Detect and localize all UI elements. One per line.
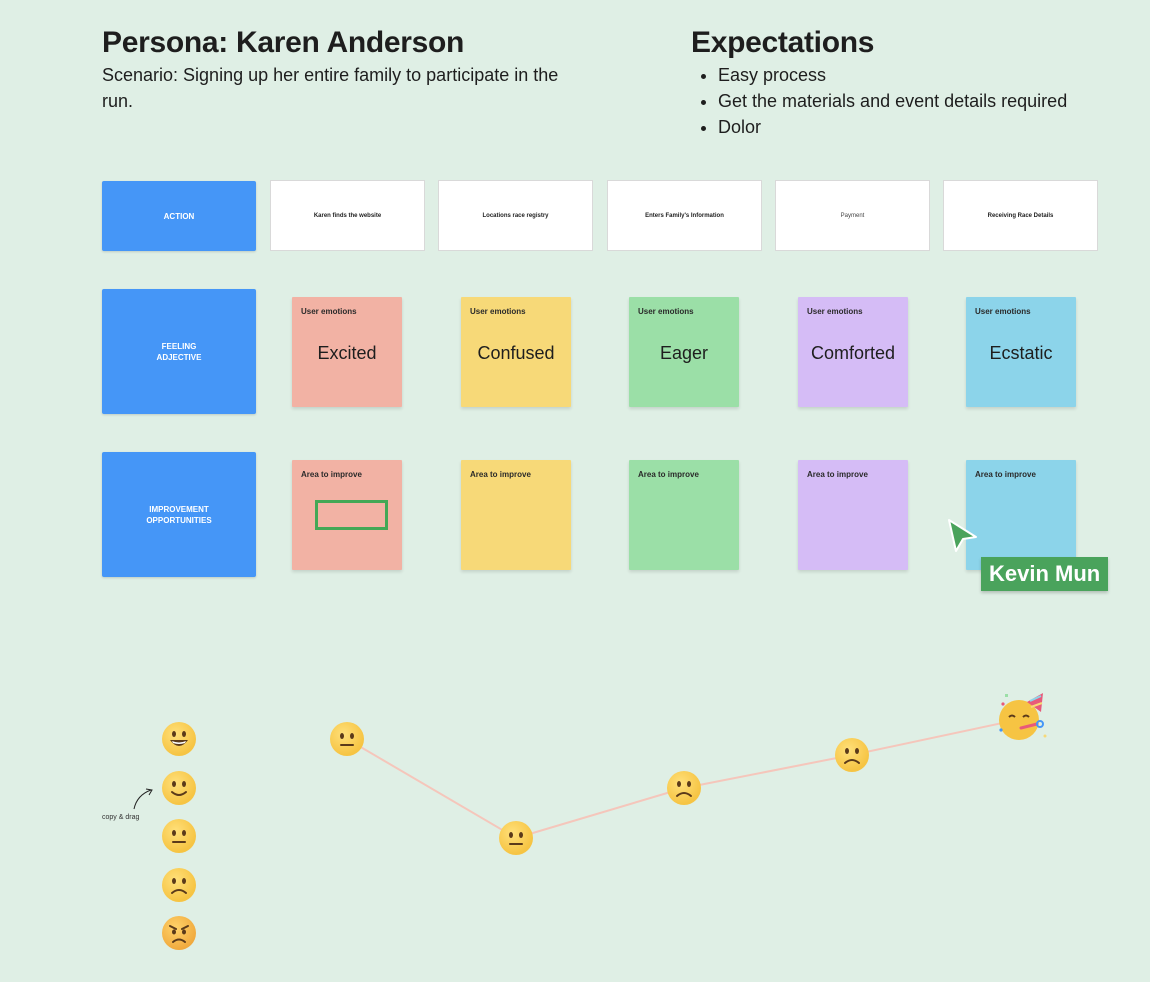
improvement-sticky-note[interactable]: Area to improve (966, 460, 1076, 570)
collaborator-name-tag: Kevin Mun (981, 557, 1109, 591)
scenario-text: Scenario: Signing up her entire family t… (102, 65, 559, 111)
emotion-sticky-note[interactable]: User emotions Eager (629, 297, 739, 407)
curved-arrow-icon (133, 788, 153, 810)
sticky-label: User emotions (470, 307, 526, 316)
step-card[interactable]: Enters Family's Information (607, 180, 762, 251)
sticky-label: User emotions (975, 307, 1031, 316)
expectation-item: Dolor (718, 114, 1067, 140)
copy-drag-note: copy & drag (102, 814, 140, 821)
emotion-value: Excited (317, 343, 377, 363)
sticky-label: User emotions (638, 307, 694, 316)
selection-rectangle[interactable] (315, 500, 388, 530)
sticky-label: Area to improve (470, 470, 531, 479)
collaborator-cursor-icon (948, 519, 977, 552)
expectation-item: Easy process (718, 62, 1067, 88)
expectation-item: Get the materials and event details requ… (718, 88, 1067, 114)
emotion-sticky-note[interactable]: User emotions Excited (292, 297, 402, 407)
emotion-sticky-note[interactable]: User emotions Ecstatic (966, 297, 1076, 407)
step-card[interactable]: Locations race registry (438, 180, 593, 251)
emotion-value: Comforted (810, 343, 896, 363)
partying-face-icon[interactable] (997, 690, 1049, 744)
sticky-label: Area to improve (301, 470, 362, 479)
improvement-row-label[interactable]: IMPROVEMENT OPPORTUNITIES (102, 452, 256, 577)
expectations-title: Expectations (691, 26, 875, 59)
improvement-sticky-note[interactable]: Area to improve (798, 460, 908, 570)
emotion-value: Confused (477, 343, 555, 363)
action-row-label[interactable]: ACTION (102, 181, 256, 251)
slightly-frowning-face-icon[interactable] (162, 868, 196, 902)
sticky-label: User emotions (807, 307, 863, 316)
neutral-face-icon[interactable] (330, 722, 364, 756)
neutral-face-icon[interactable] (499, 821, 533, 855)
slightly-frowning-face-icon[interactable] (835, 738, 869, 772)
sticky-label: User emotions (301, 307, 357, 316)
emotion-value: Eager (659, 343, 709, 363)
emotion-sticky-note[interactable]: User emotions Confused (461, 297, 571, 407)
improvement-sticky-note[interactable]: Area to improve (629, 460, 739, 570)
grinning-face-icon[interactable] (162, 722, 196, 756)
step-card[interactable]: Receiving Race Details (943, 180, 1098, 251)
step-card[interactable]: Karen finds the website (270, 180, 425, 251)
sticky-label: Area to improve (807, 470, 868, 479)
slightly-smiling-face-icon[interactable] (162, 771, 196, 805)
expectations-list: Easy process Get the materials and event… (692, 62, 1067, 140)
sticky-label: Area to improve (638, 470, 699, 479)
emotion-value: Ecstatic (989, 343, 1053, 363)
slightly-frowning-face-icon[interactable] (667, 771, 701, 805)
improvement-sticky-note[interactable]: Area to improve (292, 460, 402, 570)
angry-face-icon[interactable] (162, 916, 196, 950)
emotion-sticky-note[interactable]: User emotions Comforted (798, 297, 908, 407)
improvement-sticky-note[interactable]: Area to improve (461, 460, 571, 570)
sticky-label: Area to improve (975, 470, 1036, 479)
persona-title: Persona: Karen Anderson (102, 26, 465, 59)
step-card[interactable]: Payment (775, 180, 930, 251)
feeling-row-label[interactable]: FEELING ADJECTIVE (102, 289, 256, 414)
neutral-face-icon[interactable] (162, 819, 196, 853)
